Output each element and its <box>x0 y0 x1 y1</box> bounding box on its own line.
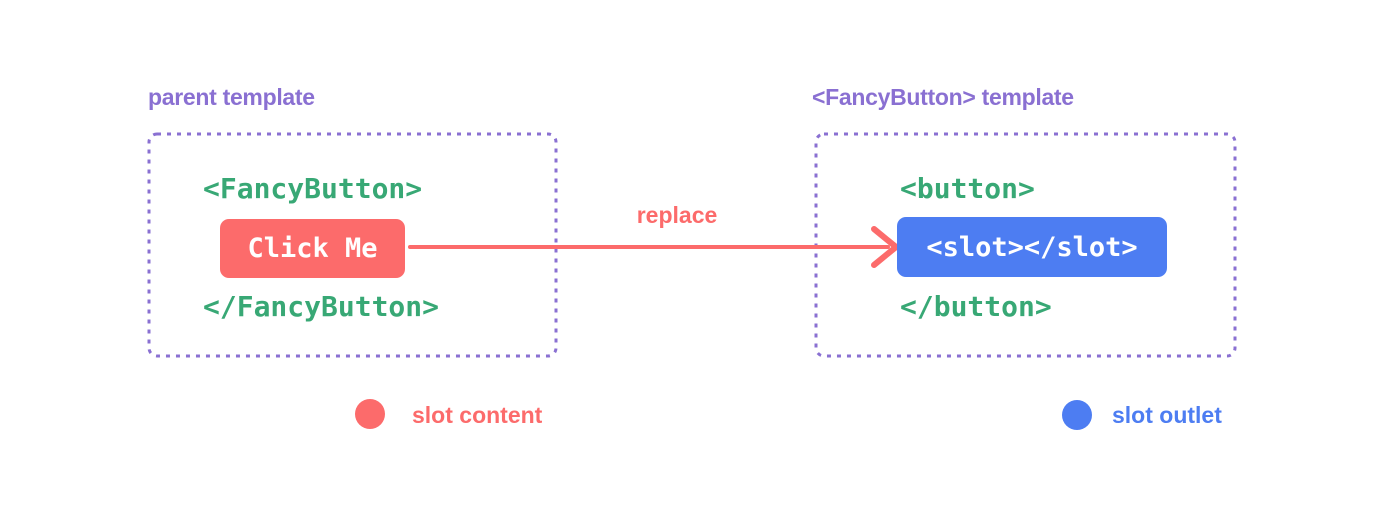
click-me-label: Click Me <box>247 233 378 264</box>
click-me-button: Click Me <box>220 219 405 278</box>
slot-outlet-dot-icon <box>1062 400 1092 430</box>
slot-content-dot-icon <box>355 399 385 429</box>
button-closing-tag: </button> <box>900 290 1052 323</box>
parent-closing-tag: </FancyButton> <box>203 290 440 323</box>
parent-template-title: parent template <box>148 84 315 110</box>
slot-outlet-legend-label: slot outlet <box>1112 402 1222 428</box>
slot-outlet-box: <slot></slot> <box>897 217 1167 277</box>
button-opening-tag: <button> <box>900 172 1035 205</box>
replace-arrow-head-icon <box>871 226 899 268</box>
slot-content-legend-label: slot content <box>412 402 543 428</box>
fancybutton-template-title: <FancyButton> template <box>812 84 1074 110</box>
slot-outlet-code-label: <slot></slot> <box>926 231 1138 263</box>
replace-label: replace <box>636 202 718 228</box>
parent-opening-tag: <FancyButton> <box>203 172 423 205</box>
